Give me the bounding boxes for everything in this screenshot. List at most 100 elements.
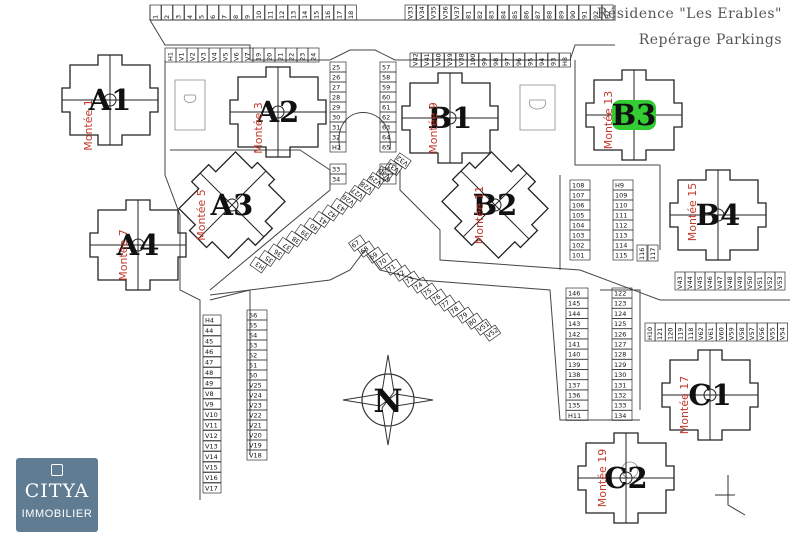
parking-space: H3	[249, 256, 268, 274]
montee-label: Montée 17	[678, 376, 691, 435]
parking-space: V22	[246, 409, 268, 421]
parking-label: 83	[488, 11, 496, 19]
parking-label: V36	[441, 6, 449, 19]
parking-space: 11	[264, 4, 277, 21]
parking-label: 70	[377, 257, 388, 268]
building-label: A4	[116, 228, 160, 262]
parking-space: 47	[202, 356, 222, 368]
parking-label: 131	[614, 381, 626, 389]
parking-label: 36	[272, 247, 283, 258]
parking-space: V36	[439, 4, 452, 21]
parking-space: 99	[478, 52, 491, 68]
parking-space: V50	[744, 271, 756, 291]
parking-space: 120	[665, 322, 676, 342]
parking-label: 30	[332, 114, 340, 122]
parking-space: 107	[569, 189, 591, 201]
parking-label: V49	[736, 276, 744, 289]
parking-label: 129	[614, 361, 626, 369]
parking-label: 40	[308, 221, 319, 232]
signature	[715, 475, 746, 516]
parking-label: 80	[467, 317, 478, 328]
parking-label: 17	[336, 11, 344, 19]
parking-label: 26	[332, 74, 340, 82]
parking-label: 55	[249, 322, 257, 330]
parking-label: 97	[504, 58, 512, 66]
parking-space: V62	[695, 322, 707, 342]
parking-label: 21	[277, 53, 285, 61]
parking-label: 85	[511, 11, 519, 19]
parking-label: 62	[382, 114, 390, 122]
parking-space: V53	[774, 271, 786, 291]
parking-space: V8	[202, 388, 222, 399]
parking-space: V55	[767, 322, 778, 342]
parking-space: H7	[601, 4, 614, 21]
parking-space: V26	[339, 191, 358, 209]
parking-label: 3	[175, 15, 183, 19]
parking-space: 57	[379, 61, 397, 73]
parking-label: 117	[649, 248, 657, 260]
parking-label: H2	[332, 144, 341, 152]
parking-space: V2	[186, 47, 199, 63]
parking-space: 113	[612, 229, 634, 241]
parking-label: 96	[515, 58, 523, 66]
parking-label: 88	[546, 11, 554, 19]
parking-label: 98	[492, 58, 500, 66]
parking-space: 43	[330, 197, 349, 216]
parking-label: 58	[382, 74, 390, 82]
parking-label: 122	[614, 290, 626, 298]
parking-label: V9	[205, 401, 214, 409]
parking-space: V11	[202, 419, 222, 431]
parking-label: 82	[476, 11, 484, 19]
parking-label: 144	[568, 310, 580, 318]
parking-label: 130	[614, 371, 626, 379]
parking-label: 107	[572, 192, 584, 200]
parking-label: 5	[198, 15, 206, 19]
parking-space: 98	[490, 52, 502, 68]
parking-space: 55	[246, 319, 268, 331]
parking-space: V25	[246, 379, 268, 391]
parking-label: 56	[249, 312, 257, 320]
parking-space: 15	[310, 4, 323, 21]
parking-space: 13	[287, 4, 300, 21]
parking-label: V14	[205, 453, 218, 461]
parking-space: 48	[202, 367, 222, 378]
parking-space: 64	[379, 131, 397, 143]
parking-row-left-col: H4444546474849V8V9V10V11V12V13V14V15V16V…	[202, 314, 222, 494]
parking-space: 126	[611, 328, 633, 340]
parking-label: V5	[222, 52, 230, 61]
parking-label: 120	[666, 328, 674, 340]
parking-space: 1	[149, 4, 162, 21]
parking-space: 7	[218, 4, 231, 21]
parking-space: 18	[345, 4, 357, 21]
parking-label: 8	[232, 15, 240, 19]
parking-label: V15	[205, 464, 218, 472]
parking-space: 111	[612, 209, 634, 221]
parking-label: V25	[249, 382, 262, 390]
parking-space: 93	[547, 52, 560, 68]
parking-space: 102	[569, 239, 591, 251]
parking-space: V40	[432, 52, 445, 68]
parking-space: 9	[241, 4, 254, 21]
parking-label: 32	[332, 134, 340, 142]
parking-space: V16	[202, 472, 222, 483]
parking-space: 89	[555, 4, 568, 21]
parking-space: 103	[569, 229, 591, 241]
parking-label: V55	[768, 327, 776, 340]
parking-space: 17	[333, 4, 346, 21]
parking-label: V48	[726, 276, 734, 289]
parking-label: 73	[404, 275, 415, 286]
parking-space: 60	[379, 91, 397, 103]
parking-label: 18	[347, 11, 355, 19]
parking-space: V12	[202, 430, 222, 441]
parking-label: 127	[614, 341, 626, 349]
building-a1	[61, 54, 159, 146]
parking-space: V3	[197, 47, 210, 63]
parking-label: 23	[299, 53, 307, 61]
parking-label: 119	[677, 328, 685, 340]
parking-space: V48	[724, 271, 736, 291]
parking-label: 125	[614, 320, 626, 328]
